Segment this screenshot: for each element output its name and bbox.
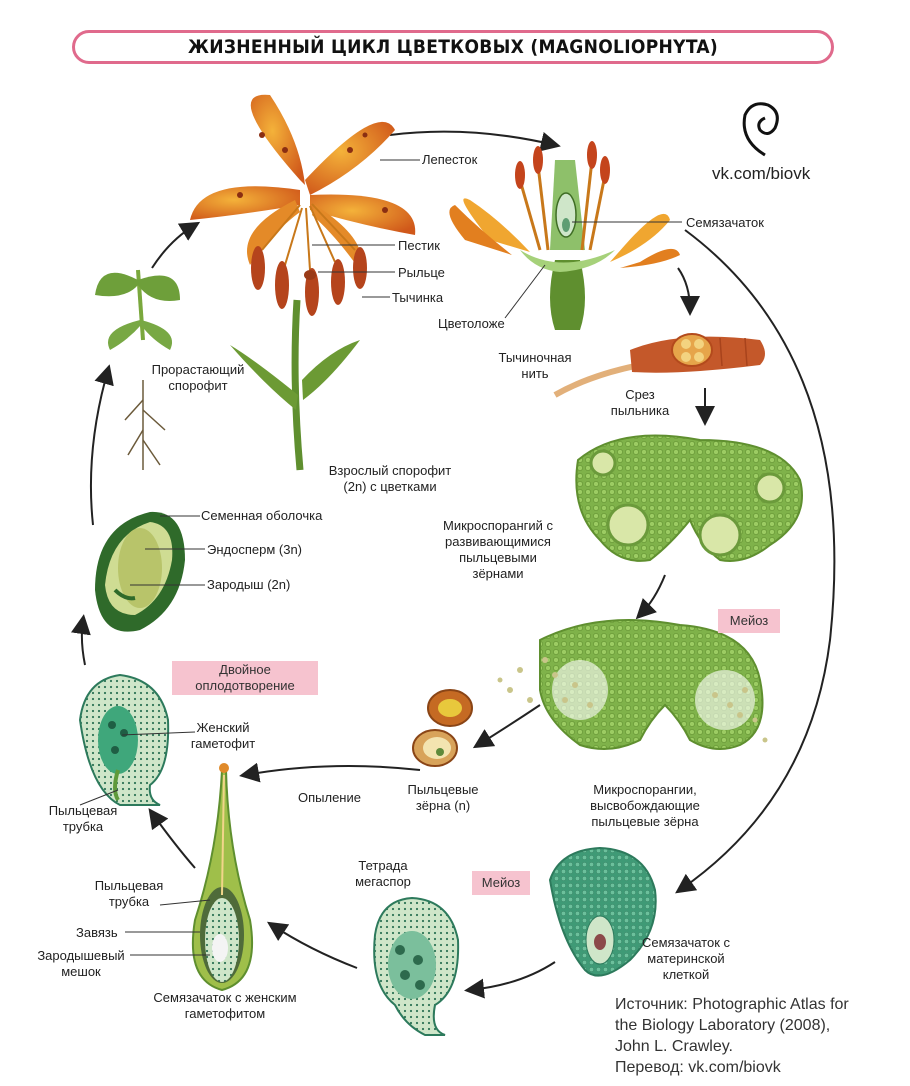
label-ovule-female-gametophyte: Семязачаток с женским гаметофитом [153,990,297,1021]
label-endosperm: Эндосперм (3n) [207,542,303,557]
label-petal: Лепесток [422,152,478,167]
label-pollination: Опыление [298,790,361,805]
cycle-arrows [71,130,836,999]
label-pollen-tube-1: Пыльцевая трубка [48,803,118,834]
label-ovary: Завязь [76,925,118,940]
label-receptacle: Цветоложе [438,316,505,331]
double-fertilization-illustration [78,673,170,806]
label-embryo: Зародыш (2n) [207,577,291,592]
logo-swirl [742,102,779,157]
label-pollen-tube-2: Пыльцевая трубка [94,878,164,909]
label-filament: Тычиночная нить [498,350,572,381]
page-title: ЖИЗНЕННЫЙ ЦИКЛ ЦВЕТКОВЫХ (MAGNOLIOPHYTA) [188,36,718,58]
anther-illustration [553,333,765,398]
germinating-sporophyte-illustration [95,269,180,470]
badge-meiosis-1: Мейоз [718,609,780,633]
label-megaspore-tetrad: Тетрада мегаспор [355,858,411,889]
badge-meiosis-2: Мейоз [472,871,530,895]
label-stamen: Тычинка [392,290,444,305]
flower-section-illustration [449,141,680,330]
label-pollen-grains: Пыльцевые зёрна (n) [407,782,479,813]
label-embryo-sac: Зародышевый мешок [37,948,125,979]
pistil-gametophyte-illustration [191,763,254,992]
flower-leader-lines [504,221,682,319]
label-female-gametophyte: Женский гаметофит [190,720,256,751]
label-anther-section: Срез пыльника [610,387,670,418]
watermark-text: vk.com/biovk [712,164,811,183]
seed-leader-lines [130,515,205,586]
lily-leader-lines [312,159,420,298]
microsporangium-developing-illustration [575,434,803,562]
lily-flower-illustration [190,94,416,471]
pollen-grains-illustration [412,689,473,767]
seed-illustration [95,511,185,632]
pistil-leader-lines [125,899,211,956]
label-ovule: Семязачаток [686,215,764,230]
label-microsporangium: Микроспорангий с развивающимися пыльцевы… [442,518,554,581]
label-pistil: Пестик [398,238,440,253]
fert-leader-lines [79,731,196,806]
title-banner: ЖИЗНЕННЫЙ ЦИКЛ ЦВЕТКОВЫХ (MAGNOLIOPHYTA) [72,30,834,64]
label-microsporangia-release: Микроспорангии, высвобождающие пыльцевые… [590,782,700,829]
badge-double-fertilization: Двойное оплодотворение [172,661,318,695]
megaspore-tetrad-illustration [373,896,460,1036]
label-germinating-sporophyte: Прорастающий спорофит [151,362,245,393]
label-ovule-mother-cell: Семязачаток с материнской клеткой [641,935,731,982]
label-seed-coat: Семенная оболочка [201,508,323,523]
microsporangia-releasing-illustration [497,619,768,750]
source-credit: Источник: Photographic Atlas for the Bio… [615,996,849,1076]
label-adult-sporophyte: Взрослый спорофит (2n) с цветками [328,463,452,494]
ovule-mother-cell-illustration [548,846,657,977]
label-stigma: Рыльце [398,265,445,280]
